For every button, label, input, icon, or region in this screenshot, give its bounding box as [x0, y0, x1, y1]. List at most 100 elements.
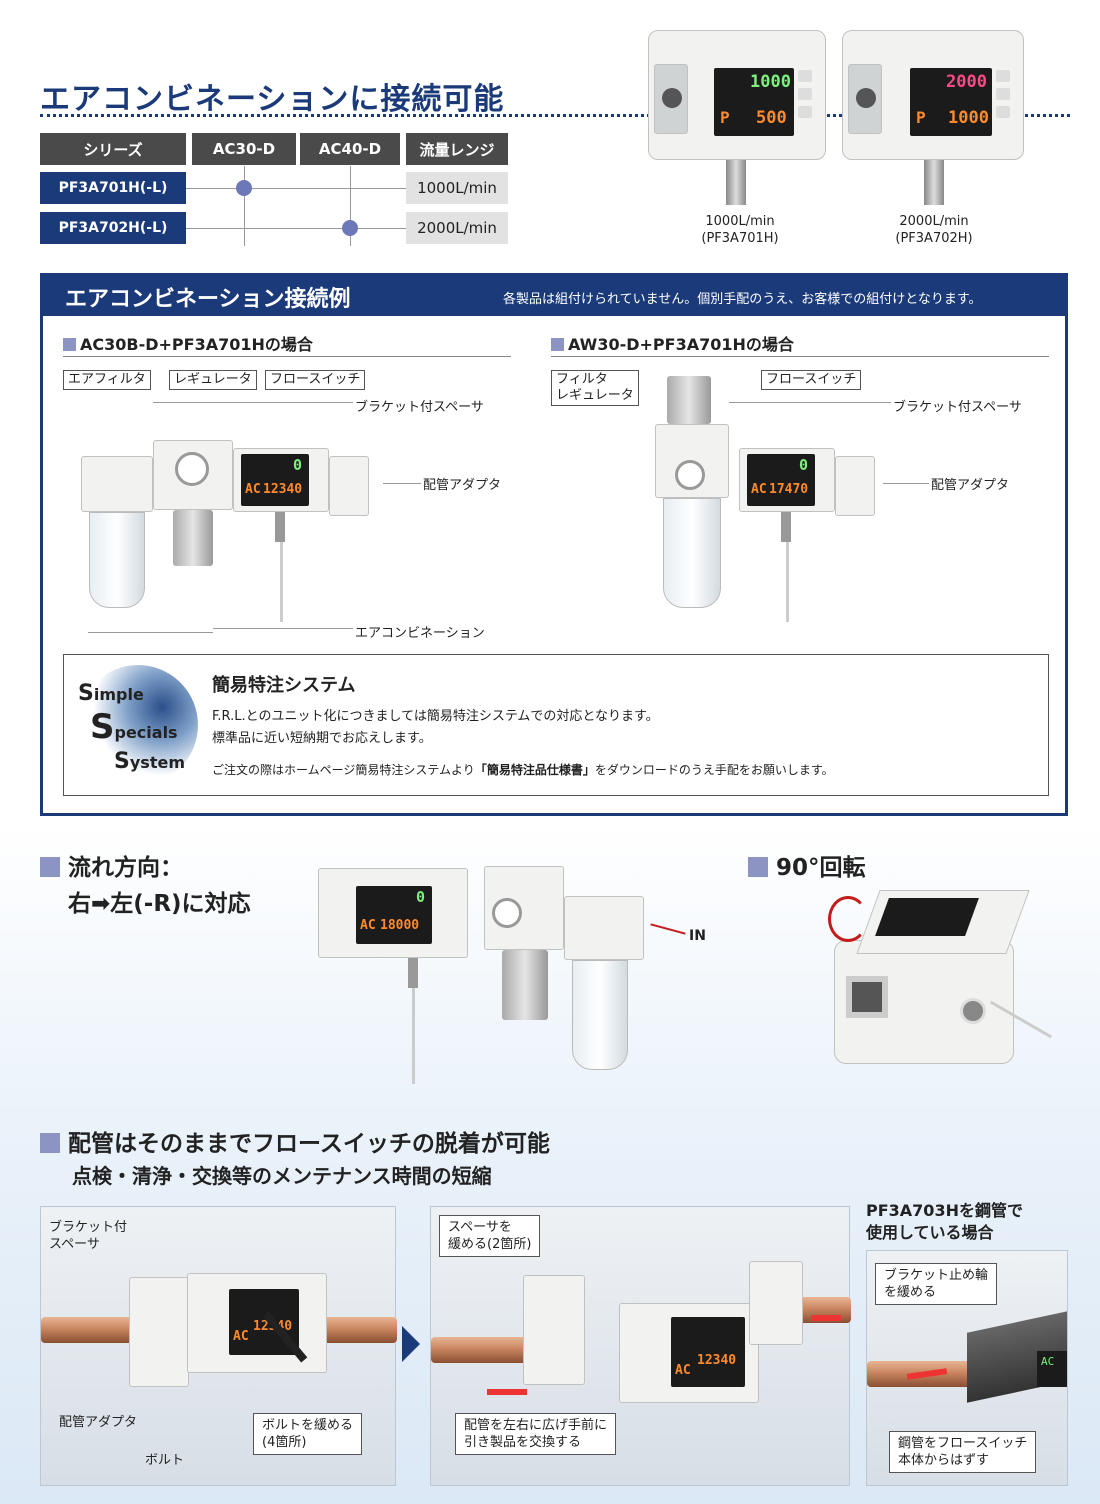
- logo-line-2: Specials: [90, 707, 178, 747]
- caption-range: 1000L/min: [705, 214, 775, 229]
- lcd-ac: AC: [751, 482, 767, 497]
- product-photo-pf3a702h: 2000 P 1000: [842, 30, 1024, 205]
- lcd-zero: 0: [293, 456, 303, 474]
- maintenance-title-text: 配管はそのままでフロースイッチの脱着が可能: [68, 1131, 550, 1157]
- callout-remove-pipe: 鋼管をフロースイッチ 本体からはずす: [889, 1431, 1037, 1473]
- table-line-row1: [186, 188, 406, 189]
- dotted-divider: [40, 114, 1070, 117]
- lcd-p: P: [916, 108, 926, 127]
- table-row-range-1: 1000L/min: [406, 172, 508, 204]
- lcd-top-value: 2000: [946, 72, 987, 92]
- rotation-title: 90°回転: [748, 848, 866, 882]
- product-photo-pf3a701h: 1000 P 500: [648, 30, 826, 205]
- lcd-zero: 0: [799, 456, 809, 474]
- callout-line: スペーサを: [448, 1220, 512, 1235]
- air-combination-illustration: 0 AC 12340: [81, 426, 381, 626]
- callout-loosen-bolts: ボルトを緩める (4箇所): [253, 1413, 363, 1455]
- in-label: IN: [689, 928, 706, 944]
- table-row-model-1: PF3A701H(-L): [40, 172, 186, 204]
- caption-model: (PF3A702H): [895, 231, 973, 246]
- callout-line: を緩める: [884, 1285, 937, 1300]
- connection-example-panel: エアコンビネーション接続例 各製品は組付けられていません。個別手配のうえ、お客様…: [40, 273, 1068, 816]
- example-left-heading-text: AC30B-D+PF3A701Hの場合: [80, 335, 313, 354]
- label-regulator: レギュレータ: [169, 370, 257, 390]
- simple-specials-box: Simple Specials System 簡易特注システム F.R.L.との…: [63, 654, 1049, 796]
- caption-model: (PF3A701H): [701, 231, 779, 246]
- label-line: ブラケット付: [49, 1220, 128, 1235]
- rotate-arrow-icon: [828, 896, 868, 942]
- label-air-combination: エアコンビネーション: [355, 626, 485, 641]
- table-header-ac40: AC40-D: [300, 133, 400, 165]
- filter-regulator-illustration: 0 AC 17470: [655, 376, 885, 626]
- table-row-model-2: PF3A702H(-L): [40, 212, 186, 244]
- rotation-illustration: [826, 888, 1056, 1078]
- bracket-aircombo: [88, 632, 213, 633]
- move-left-arrow-icon: [487, 1389, 527, 1395]
- panel-header: エアコンビネーション接続例 各製品は組付けられていません。個別手配のうえ、お客様…: [43, 276, 1065, 316]
- lcd-value: 12340: [263, 482, 303, 497]
- example-left-rule: [63, 356, 511, 357]
- maintenance-photo-1: AC 12340 ブラケット付 スペーサ 配管アダプタ ボルト ボルトを緩める …: [40, 1206, 397, 1486]
- callout-line: (4箇所): [262, 1435, 307, 1450]
- callout-loosen-spacer: スペーサを 緩める(2箇所): [439, 1215, 541, 1257]
- example-right-heading: AW30-D+PF3A701Hの場合: [551, 331, 794, 355]
- compat-dot-ac40: [342, 220, 358, 236]
- table-row-range-2: 2000L/min: [406, 212, 508, 244]
- label-filter-regulator-line1: フィルタ: [556, 372, 608, 387]
- lcd-zero: 0: [416, 888, 426, 906]
- callout-line: ボルトを緩める: [262, 1418, 354, 1433]
- simple-specials-line1: F.R.L.とのユニット化につきましては簡易特注システムでの対応となります。: [212, 709, 659, 724]
- lcd-bottom-value: 1000: [948, 108, 989, 128]
- leader-adapter: [383, 483, 421, 484]
- lcd-value: 18000: [380, 918, 420, 933]
- label-bracket-spacer-1: ブラケット付 スペーサ: [49, 1219, 127, 1253]
- callout-line: 引き製品を交換する: [464, 1435, 582, 1450]
- logo-line-1: Simple: [78, 681, 144, 706]
- maintenance-subtitle: 点検・清浄・交換等のメンテナンス時間の短縮: [72, 1164, 492, 1188]
- lcd-top-value: 1000: [750, 72, 791, 92]
- simple-specials-line3: ご注文の際はホームページ簡易特注システムより「簡易特注品仕様書」をダウンロードの…: [212, 763, 834, 777]
- flow-direction-subtitle: 右➡左(-R)に対応: [68, 891, 251, 917]
- callout-line: 本体からはずす: [898, 1453, 990, 1468]
- logo-line-3: System: [114, 749, 185, 774]
- steel-pipe-title: PF3A703Hを鋼管で 使用している場合: [866, 1200, 1023, 1244]
- label-air-filter: エアフィルタ: [63, 370, 151, 390]
- leader-adapter-right: [883, 483, 929, 484]
- lcd-bottom-value: 500: [756, 108, 787, 128]
- panel-note: 各製品は組付けられていません。個別手配のうえ、お客様での組付けとなります。: [503, 292, 982, 307]
- simple-specials-title: 簡易特注システム: [212, 675, 356, 696]
- compat-dot-ac30: [236, 180, 252, 196]
- table-header-ac30: AC30-D: [192, 133, 296, 165]
- callout-line: ブラケット止め輪: [884, 1268, 989, 1283]
- lcd-ac: AC: [233, 1329, 249, 1344]
- lcd-value: 17470: [769, 482, 809, 497]
- caption-range: 2000L/min: [899, 214, 969, 229]
- maintenance-photo-3: AC ブラケット止め輪 を緩める 鋼管をフロースイッチ 本体からはずす: [866, 1250, 1068, 1486]
- leader-spacer-right: [729, 402, 891, 403]
- panel-title: エアコンビネーション接続例: [65, 287, 351, 312]
- label-bracket-spacer: ブラケット付スペーサ: [355, 400, 484, 415]
- leader-spacer: [153, 402, 353, 403]
- product-caption-1: 1000L/min (PF3A701H): [680, 213, 800, 247]
- lcd-p: P: [720, 108, 730, 127]
- flow-direction-title-text: 流れ方向：: [68, 855, 183, 881]
- steel-pipe-title-line: 使用している場合: [866, 1223, 994, 1242]
- lcd-value: 12340: [697, 1353, 737, 1368]
- label-bracket-spacer-right: ブラケット付スペーサ: [893, 400, 1022, 415]
- table-line-col1: [244, 166, 245, 246]
- table-line-row2: [186, 228, 406, 229]
- lcd-ac: AC: [675, 1363, 691, 1378]
- example-right-rule: [551, 356, 1049, 357]
- label-piping-adapter-right: 配管アダプタ: [931, 478, 1010, 493]
- simple-specials-logo: [78, 665, 198, 785]
- flow-direction-title: 流れ方向：: [40, 848, 183, 882]
- move-right-arrow-icon: [811, 1315, 841, 1321]
- label-piping-adapter-1: 配管アダプタ: [59, 1415, 138, 1430]
- label-piping-adapter: 配管アダプタ: [423, 478, 502, 493]
- rotation-title-text: 90°回転: [776, 855, 866, 881]
- steel-pipe-title-line: PF3A703Hを鋼管で: [866, 1201, 1023, 1220]
- maintenance-title: 配管はそのままでフロースイッチの脱着が可能: [40, 1124, 550, 1158]
- section-title-connectable: エアコンビネーションに接続可能: [40, 82, 505, 117]
- simple-specials-line2: 標準品に近い短納期でお応えします。: [212, 731, 432, 746]
- lcd-ac: AC: [245, 482, 261, 497]
